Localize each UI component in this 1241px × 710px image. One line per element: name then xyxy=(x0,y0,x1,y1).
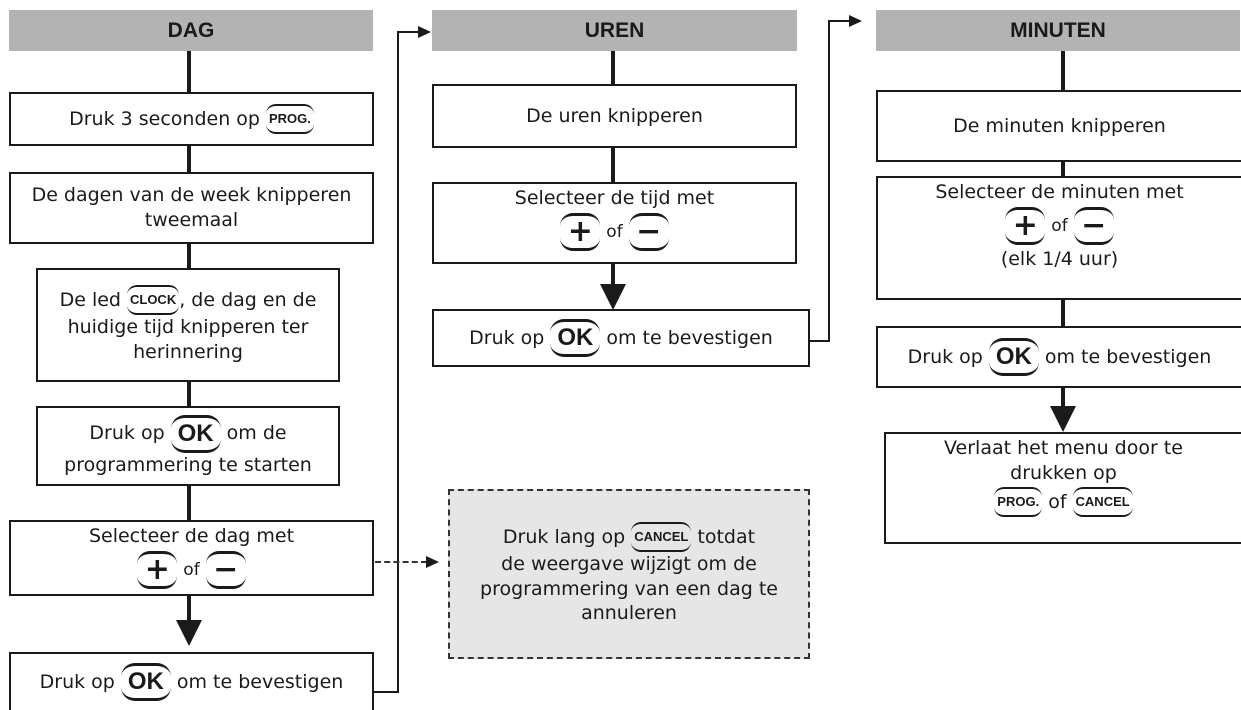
minus-button-icon: − xyxy=(205,550,246,589)
minus-button-icon: − xyxy=(628,212,669,251)
connector xyxy=(187,146,191,174)
uren-header: UREN xyxy=(432,10,797,51)
connector xyxy=(397,31,419,33)
dag-step-confirm: Druk op OK om te bevestigen xyxy=(9,652,374,710)
connector xyxy=(187,244,191,270)
connector xyxy=(187,382,191,408)
minus-button-icon: − xyxy=(1073,206,1114,245)
ok-button-icon: OK xyxy=(120,663,171,701)
connector xyxy=(611,148,615,184)
arrow-right-icon xyxy=(426,556,439,568)
uren-step-confirm: Druk op OK om te bevestigen xyxy=(432,309,810,367)
minuten-step-minutes-blink: De minuten knipperen xyxy=(876,90,1241,162)
connector xyxy=(611,264,615,288)
ok-button-icon: OK xyxy=(550,319,601,357)
prog-button-icon: PROG. xyxy=(265,104,314,134)
uren-step-hours-blink: De uren knipperen xyxy=(432,84,797,148)
plus-button-icon: + xyxy=(560,212,601,251)
connector xyxy=(187,596,191,622)
connector xyxy=(397,31,399,693)
ok-button-icon: OK xyxy=(170,414,221,453)
minuten-step-exit-menu: Verlaat het menu door te drukken op PROG… xyxy=(884,432,1241,544)
dag-step-start-programming: Druk op OK om de programmering te starte… xyxy=(36,406,340,486)
prog-button-icon: PROG. xyxy=(994,487,1043,518)
dag-step-clock-led: De led CLOCK , de dag en de huidige tijd… xyxy=(36,268,340,382)
dashed-connector xyxy=(375,561,427,563)
plus-button-icon: + xyxy=(1005,206,1046,245)
dag-step-days-blink: De dagen van de week knipperen tweemaal xyxy=(9,172,374,244)
arrow-down-icon xyxy=(176,620,202,646)
minuten-step-select-minutes: Selecteer de minuten met + of − (elk 1/4… xyxy=(876,176,1241,300)
minuten-header: MINUTEN xyxy=(876,10,1240,51)
plus-button-icon: + xyxy=(137,550,178,589)
connector xyxy=(810,340,830,342)
connector xyxy=(828,20,850,22)
arrow-right-icon xyxy=(418,26,431,38)
dag-step-hold-prog: Druk 3 seconden op PROG. xyxy=(9,92,374,146)
arrow-right-icon xyxy=(849,15,862,27)
connector xyxy=(828,20,830,342)
connector xyxy=(1061,300,1065,328)
cancel-note: Druk lang op CANCEL totdat de weergave w… xyxy=(448,489,810,659)
ok-button-icon: OK xyxy=(988,338,1039,376)
connector xyxy=(611,51,615,86)
cancel-button-icon: CANCEL xyxy=(1072,487,1133,518)
connector xyxy=(1061,51,1065,92)
arrow-down-icon xyxy=(600,284,626,310)
connector xyxy=(1061,162,1065,178)
uren-step-select-time: Selecteer de tijd met + of − xyxy=(432,182,797,264)
dag-header: DAG xyxy=(9,10,373,51)
connector xyxy=(374,691,399,693)
dag-step-select-day: Selecteer de dag met + of − xyxy=(9,520,374,596)
minuten-step-confirm: Druk op OK om te bevestigen xyxy=(876,326,1241,388)
connector xyxy=(1061,388,1065,410)
connector xyxy=(187,51,191,94)
arrow-down-icon xyxy=(1050,406,1076,432)
cancel-button-icon: CANCEL xyxy=(631,521,692,552)
clock-button-icon: CLOCK xyxy=(126,285,180,316)
connector xyxy=(187,486,191,522)
